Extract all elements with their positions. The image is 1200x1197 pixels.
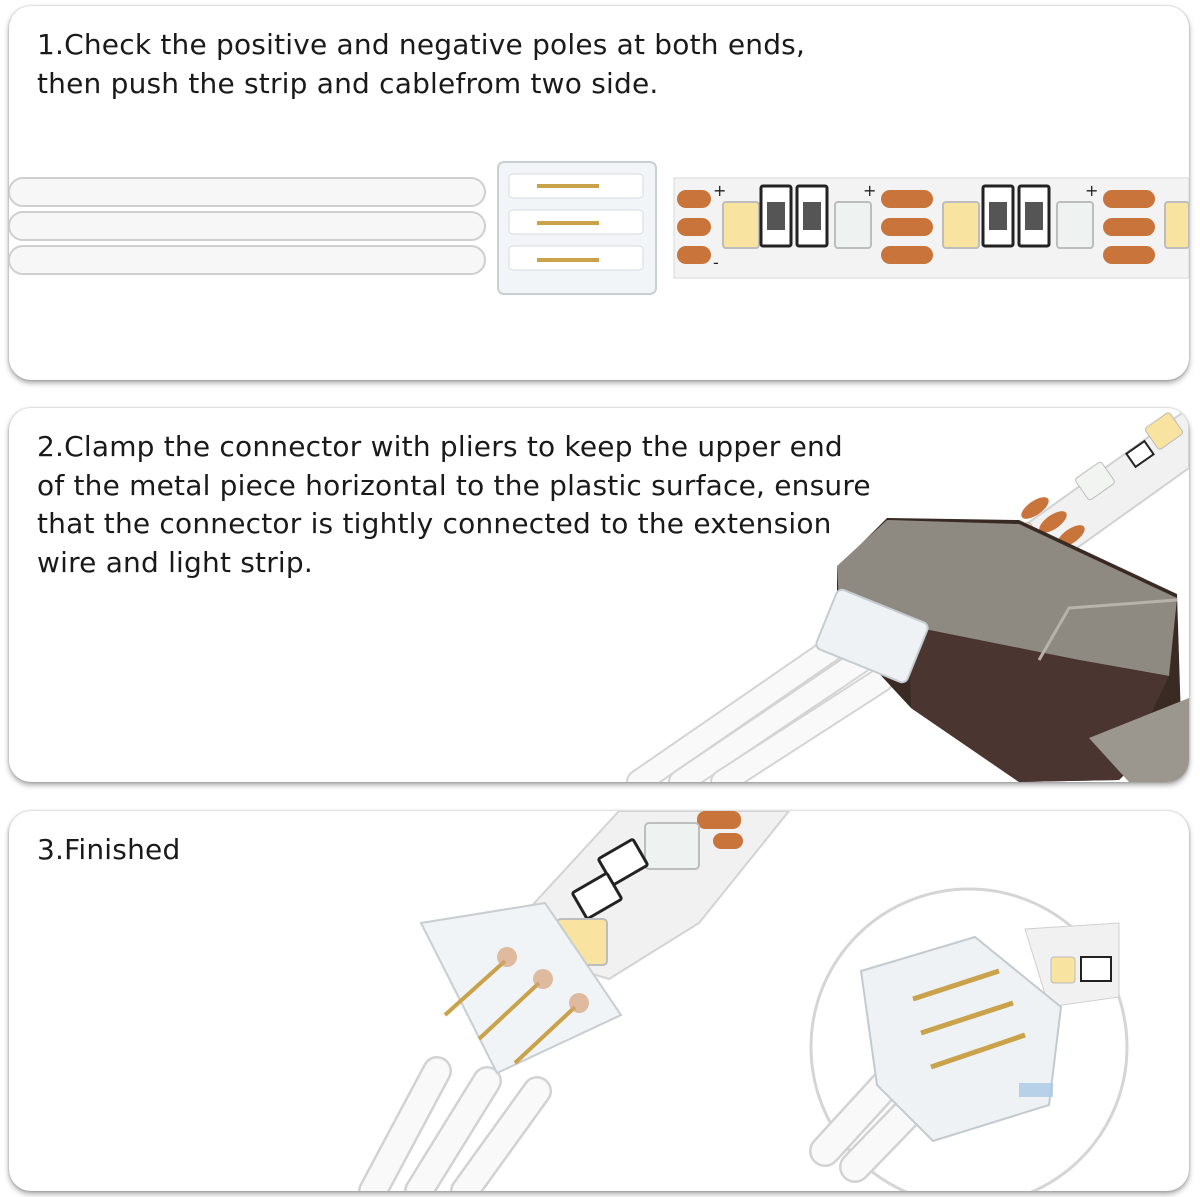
polarity-plus-label: +: [863, 181, 876, 200]
clear-connector-3: [419, 901, 623, 1075]
detail-zoom-circle: [809, 887, 1129, 1191]
led-strip-3: [525, 811, 791, 981]
led-strip-1: + + - +: [673, 177, 1189, 279]
clear-connector: [497, 161, 657, 295]
step-2-illustration: [626, 408, 1189, 782]
step-3-panel: 3.Finished: [9, 811, 1189, 1191]
polarity-minus-label: -: [713, 253, 719, 272]
step-2-panel: 2.Clamp the connector with pliers to kee…: [9, 408, 1189, 782]
pliers: [837, 518, 1189, 782]
step-1-illustration: + + - +: [9, 161, 1189, 295]
step-3-text: 3.Finished: [37, 833, 181, 866]
step-1-text: 1.Check the positive and negative poles …: [37, 28, 806, 100]
polarity-plus-label: +: [1085, 181, 1098, 200]
extension-cable-3: [358, 1056, 552, 1191]
step-2-text: 2.Clamp the connector with pliers to kee…: [37, 430, 871, 579]
copper-pads-1b: [881, 190, 933, 264]
copper-pads-1a: [677, 190, 711, 264]
extension-cable-2: [626, 631, 894, 782]
extension-cable: [9, 177, 486, 275]
clear-connector-2: [815, 588, 929, 684]
polarity-plus-label: +: [713, 181, 726, 200]
step-1-panel: 1.Check the positive and negative poles …: [9, 6, 1189, 380]
copper-pads-3: [697, 811, 743, 849]
step-3-illustration: [358, 811, 1129, 1191]
copper-pads-1c: [1103, 190, 1155, 264]
